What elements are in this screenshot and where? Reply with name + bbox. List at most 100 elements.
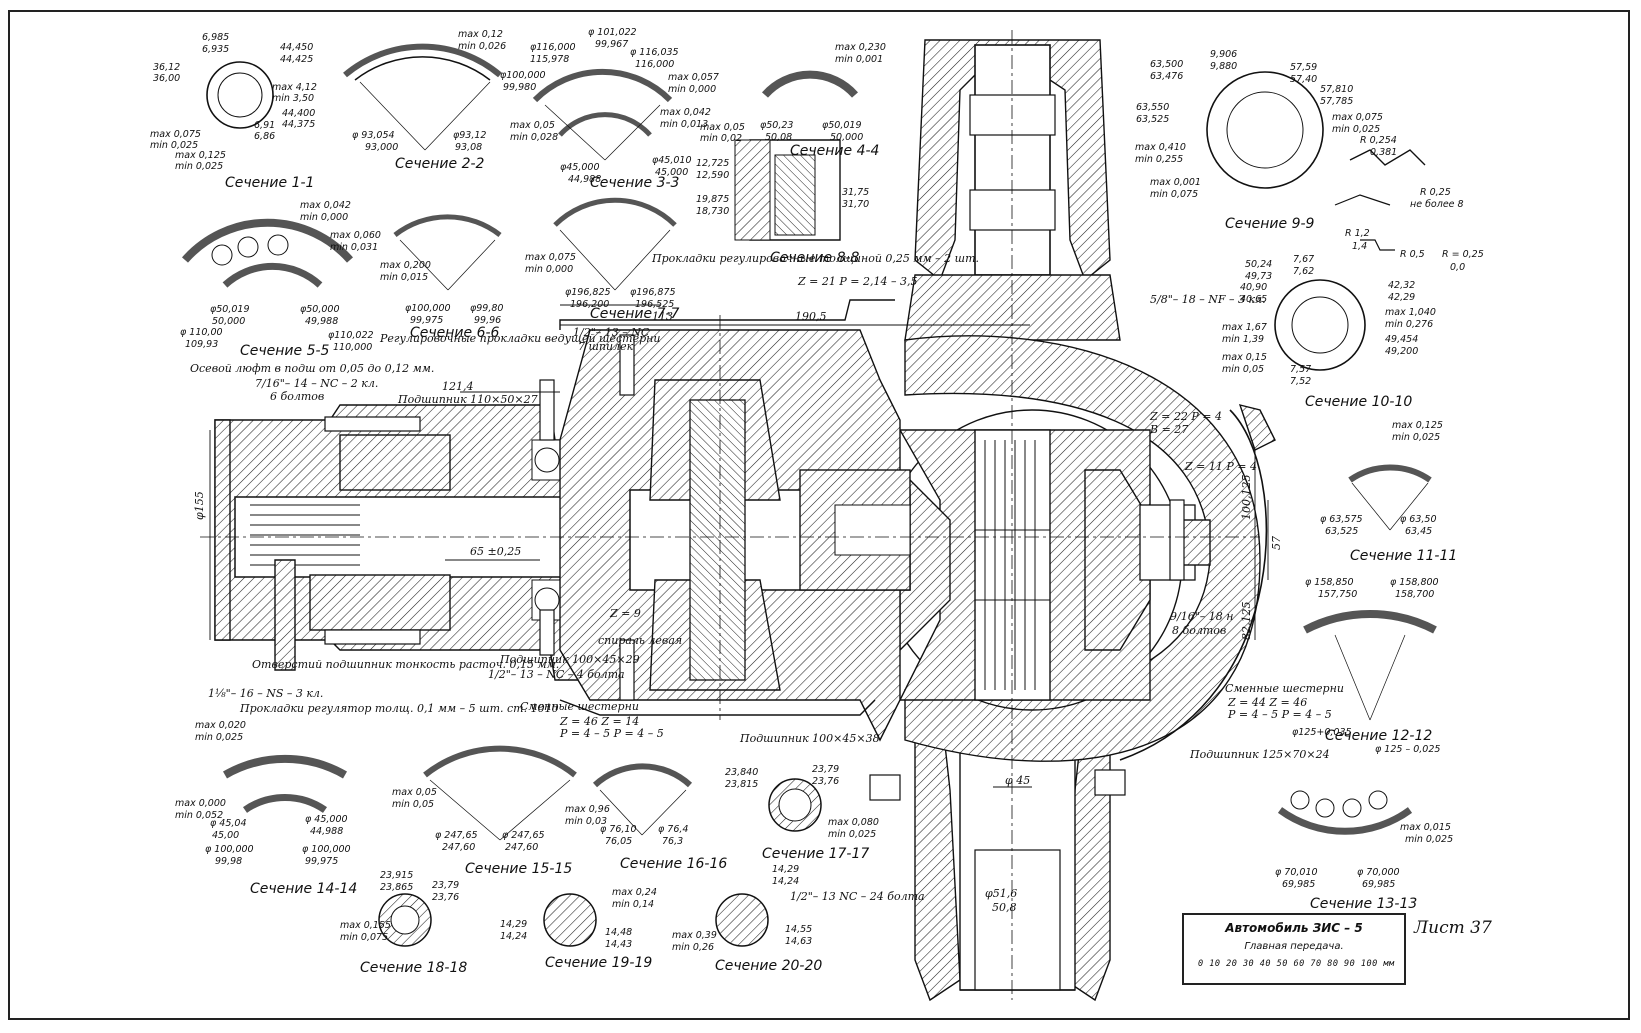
dim-label: max 0,060: [330, 230, 381, 241]
dim-label: 9,880: [1210, 61, 1237, 72]
dim-label: min 0,26: [672, 942, 714, 953]
dim-label: φ100,000: [405, 303, 451, 314]
dim-label: 157,750: [1318, 589, 1357, 600]
caption-section-10: Сечение 10-10: [1305, 394, 1412, 410]
dim-label: max 0,125: [175, 150, 226, 161]
dim-label: max 0,12: [458, 29, 503, 40]
dim-label: max 0,24: [612, 887, 657, 898]
dim-label: 158,700: [1395, 589, 1434, 600]
dim-label: min 0,075: [1150, 189, 1198, 200]
dim-label: min 0,015: [380, 272, 428, 283]
dim-label: min 0,025: [1332, 124, 1380, 135]
dim-label: 99,975: [410, 315, 443, 326]
dim-label: 57,785: [1320, 96, 1353, 107]
dim-label: min 0,000: [525, 264, 573, 275]
dim-label: R 1,2: [1345, 228, 1370, 239]
dim-label: φ 247,65: [502, 830, 545, 841]
dim-label: min 0,03: [565, 816, 607, 827]
dim-label: 40,65: [1240, 294, 1267, 305]
dim-label: φ 158,850: [1305, 577, 1354, 588]
caption-section-5: Сечение 5-5: [240, 343, 330, 359]
dim-label: 31,70: [842, 199, 869, 210]
note-bolts-6: 6 болтов: [270, 390, 324, 403]
dim-label: 0,0: [1450, 262, 1465, 273]
dim-label: φ 45,04: [210, 818, 246, 829]
title-assembly: Главная передача.: [1244, 941, 1344, 952]
dim-label: 0,381: [1370, 147, 1397, 158]
dim-label: φ 45,000: [305, 814, 348, 825]
note-shims-regul: Регулировочные прокладки ведущей шестерн…: [379, 332, 660, 345]
dim-label: 247,60: [505, 842, 538, 853]
dim-label: φ116,000: [530, 42, 576, 53]
dim-label: 93,08: [455, 142, 482, 153]
dim-label: max 0,230: [835, 42, 886, 53]
dim-label: 196,525: [635, 299, 674, 310]
dim-label: min 0,001: [835, 54, 883, 65]
section-11-13-values: max 0,125 min 0,025 φ 63,575 63,525 φ 63…: [1275, 420, 1453, 890]
dim-label: min 0,025: [175, 161, 223, 172]
caption-section-9: Сечение 9-9: [1225, 216, 1315, 232]
dim-label: 18,730: [696, 206, 729, 217]
section-2-values: max 0,12 min 0,026 φ 93,054 93,000 φ93,1…: [352, 29, 506, 153]
dim-label: min 0,026: [458, 41, 506, 52]
dim-label: R 0,25: [1420, 187, 1451, 198]
title-vehicle: Автомобиль ЗИС – 5: [1225, 921, 1363, 935]
dim-label: 23,76: [812, 776, 839, 787]
dim-label: min 1,39: [1222, 334, 1264, 345]
sheet-number: Лист 37: [1414, 918, 1492, 938]
note-bearing-100b: Подшипник 100×45×38: [739, 732, 880, 745]
dim-label: min 0,02: [700, 133, 742, 144]
note-change-gears: Сменные шестерни: [520, 700, 639, 713]
dim-label: 14,48: [605, 927, 632, 938]
dim-label: 42,29: [1388, 292, 1415, 303]
dim-label: φ 247,65: [435, 830, 478, 841]
dim-label: 36,00: [153, 73, 180, 84]
dim-label: R = 0,25: [1442, 249, 1484, 260]
note-holes: Отверстий подшипник тонкость расточ. 0,1…: [252, 658, 559, 671]
section-9-values: 63,500 63,476 9,906 9,880 57,59 57,40 57…: [1135, 49, 1464, 210]
dim-label: 63,45: [1405, 526, 1432, 537]
dim-label: 49,988: [305, 316, 338, 327]
dim-label: φ 63,575: [1320, 514, 1363, 525]
dim-label: φ50,23: [760, 120, 793, 131]
dim-label: 99,967: [595, 39, 628, 50]
dim-label: 6,935: [202, 44, 229, 55]
drawing-frame: [8, 10, 1630, 1020]
note-bolts-7-16: 7/16"– 14 – NC – 2 кл.: [255, 377, 378, 390]
dim-label: φ45,000: [560, 162, 600, 173]
dim-label: 14,29: [772, 864, 799, 875]
dim-label: max 0,125: [1392, 420, 1443, 431]
caption-section-12: Сечение 12-12: [1325, 728, 1432, 744]
dim-label: 14,43: [605, 939, 632, 950]
dim-label: 69,985: [1282, 879, 1315, 890]
dim-label: φ99,80: [470, 303, 503, 314]
title-block: Автомобиль ЗИС – 5 Главная передача. 0 1…: [1182, 913, 1406, 985]
dim-label: min 0,025: [828, 829, 876, 840]
scale-bar: 0 10 20 30 40 50 60 70 80 90 100 мм: [1198, 959, 1395, 969]
note-stud: 1/2"– 13 – NC: [573, 326, 650, 339]
dim-label: 50,000: [212, 316, 245, 327]
dim-label: min 0,255: [1135, 154, 1183, 165]
dim-label: min 3,50: [272, 93, 314, 104]
dim-label: 99,98: [215, 856, 242, 867]
dim-label: 7,57: [1290, 364, 1311, 375]
dim-label: φ125+0,035: [1292, 727, 1352, 738]
dim-label: max 0,05: [510, 120, 555, 131]
dim-label: min 0,276: [1385, 319, 1433, 330]
dim-label: φ110,022: [328, 330, 374, 341]
dim-d190: 190,5: [795, 310, 827, 323]
dim-label: 99,96: [474, 315, 501, 326]
dim-label: 12,590: [696, 170, 729, 181]
dim-label: max 0,075: [525, 252, 576, 263]
note-thread-1-1-8: 1⅛"– 16 – NS – 3 кл.: [208, 687, 323, 700]
dim-label: 23,840: [725, 767, 758, 778]
dim-label: min 0,14: [612, 899, 654, 910]
dim-label: не более 8: [1410, 199, 1464, 210]
dim-label: φ 110,00: [180, 327, 223, 338]
dim-label: φ196,875: [630, 287, 676, 298]
dim-label: 57,59: [1290, 62, 1317, 73]
dim-label: 40,90: [1240, 282, 1267, 293]
dim-label: R 0,254: [1360, 135, 1397, 146]
note-bolts-8: 8 болтов: [1172, 624, 1226, 637]
caption-section-2: Сечение 2-2: [395, 156, 485, 172]
